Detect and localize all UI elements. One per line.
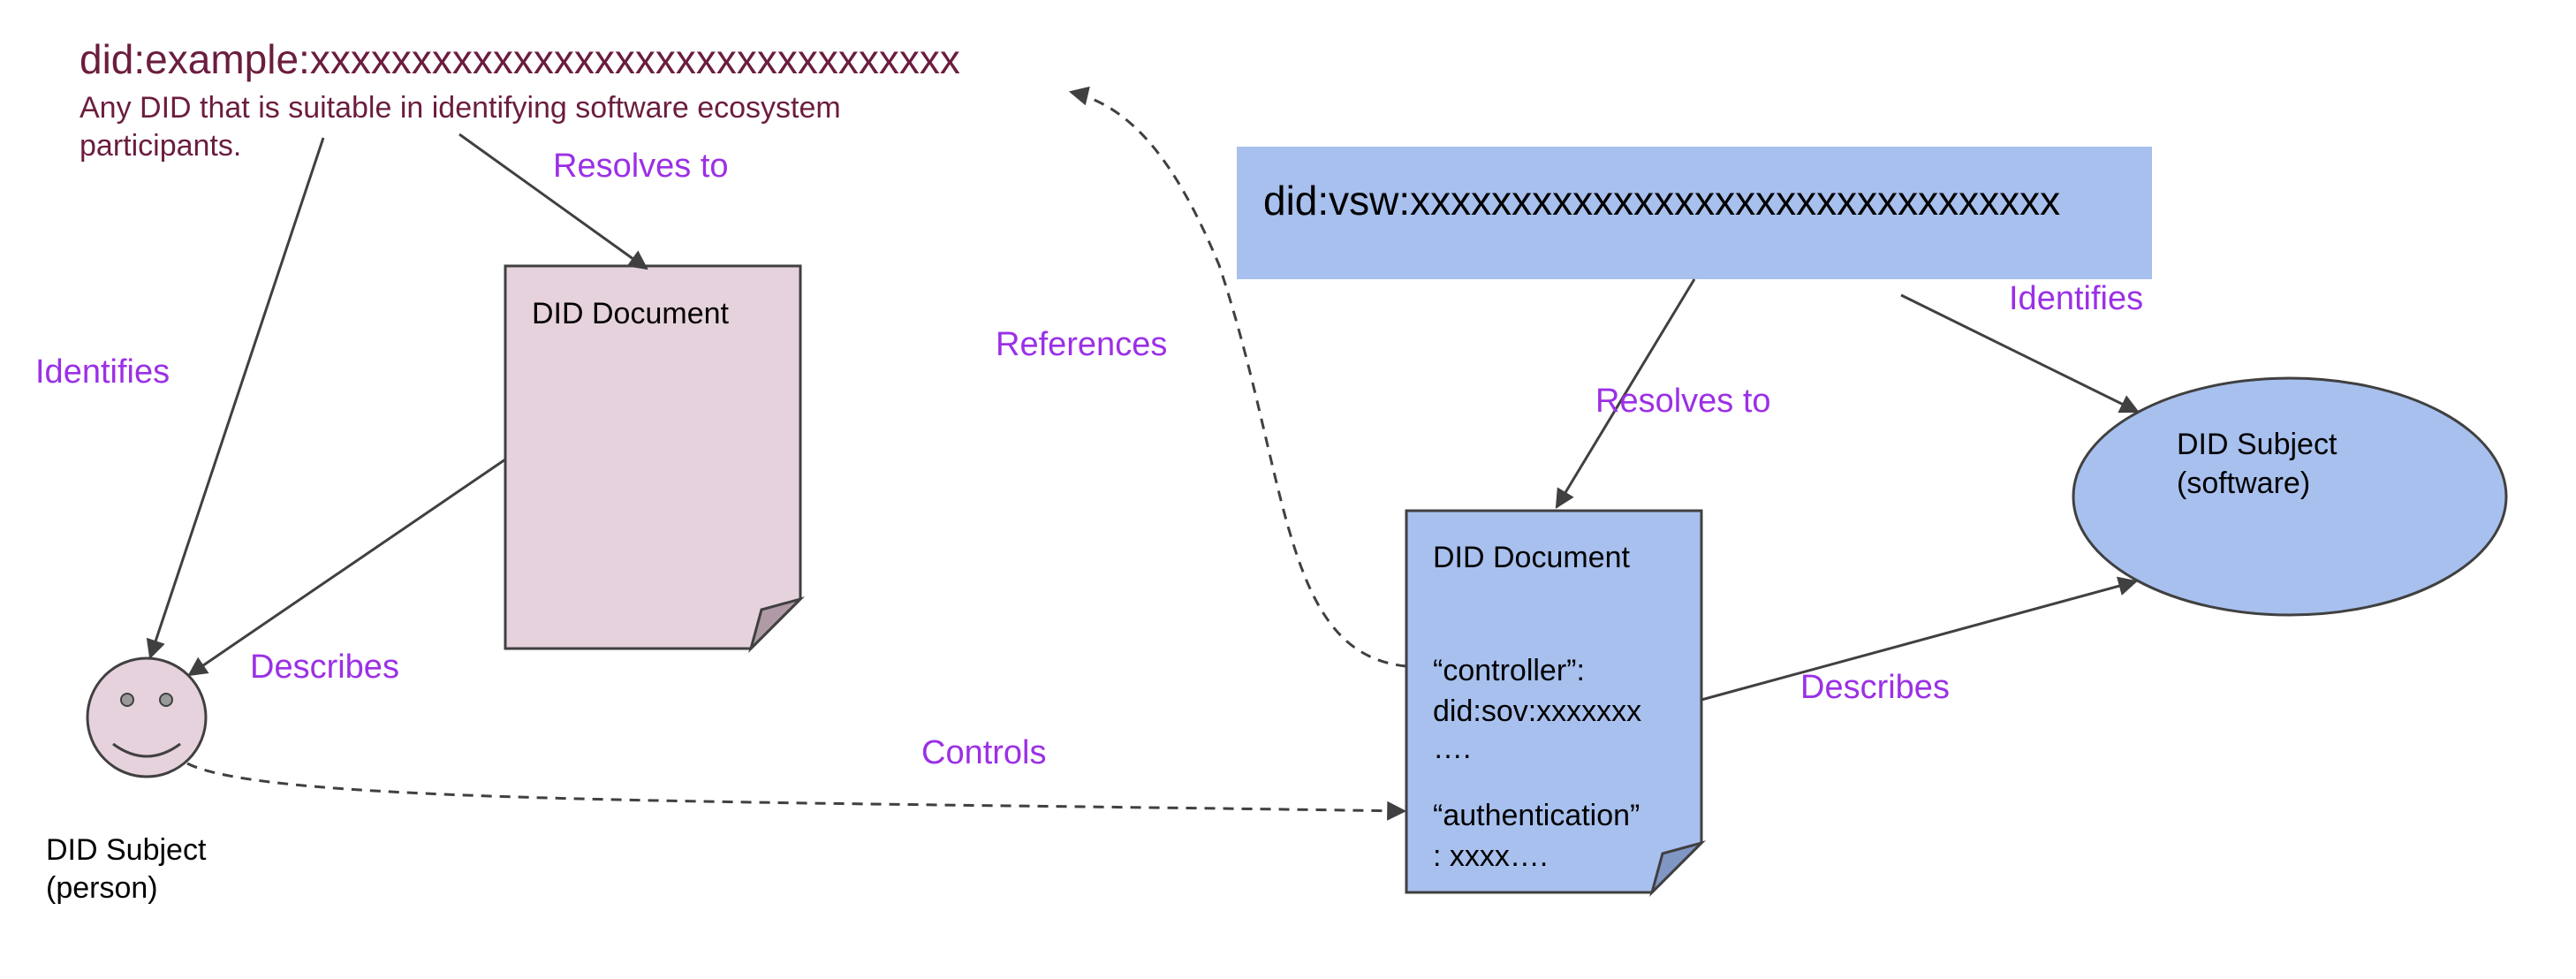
right-did-title: did:vsw:xxxxxxxxxxxxxxxxxxxxxxxxxxxxxxxx [1263,178,2060,224]
controls-arrow [186,762,1407,821]
right-resolves-arrow [1555,278,1696,509]
left-did-document-title: DID Document [532,297,730,330]
references-label: References [996,326,1167,363]
right-did-document-controller-value: did:sov:xxxxxxx [1433,694,1641,728]
right-did-box-background [1237,147,2152,279]
right-did-box: did:vsw:xxxxxxxxxxxxxxxxxxxxxxxxxxxxxxxx [1237,147,2152,279]
right-did-subject: DID Subject (software) [2072,376,2508,617]
controls-label: Controls [921,734,1047,771]
left-describes-label: Describes [250,649,399,686]
right-did-document-authentication-value: : xxxx…. [1433,839,1548,873]
smiley-face-icon [86,656,208,778]
right-did-document-title: DID Document [1433,541,1631,574]
right-identifies-arrow [1900,293,2140,414]
right-describes-label: Describes [1800,669,1950,706]
left-did-subject-line1: DID Subject [46,833,207,867]
left-did-title: did:example:xxxxxxxxxxxxxxxxxxxxxxxxxxxx… [80,36,960,82]
left-did-subject-line2: (person) [46,871,158,905]
right-did-document-fold [1649,840,1707,898]
right-did-document-ellipsis: …. [1433,732,1471,765]
left-identifies-arrow [146,137,325,660]
left-resolves-arrow [458,133,648,270]
right-did-subject-ellipse [2072,376,2508,617]
left-did-document-fold [748,596,806,654]
left-describes-arrow [187,458,506,677]
left-resolves-label: Resolves to [553,148,729,185]
left-identifies-label: Identifies [35,353,170,391]
right-did-document-controller-key: “controller”: [1433,654,1585,687]
left-did-description-line2: participants. [80,129,241,163]
right-did-document: DID Document “controller”: did:sov:xxxxx… [1405,509,1707,898]
left-did-document: DID Document [504,264,806,654]
right-did-document-authentication-key: “authentication” [1433,799,1640,832]
right-did-subject-line2: (software) [2177,467,2310,500]
right-identifies-label: Identifies [2009,280,2143,317]
left-did-description-line1: Any DID that is suitable in identifying … [80,91,841,125]
right-describes-arrow [1701,576,2139,702]
right-did-subject-line1: DID Subject [2177,428,2337,461]
right-resolves-label: Resolves to [1595,383,1771,420]
